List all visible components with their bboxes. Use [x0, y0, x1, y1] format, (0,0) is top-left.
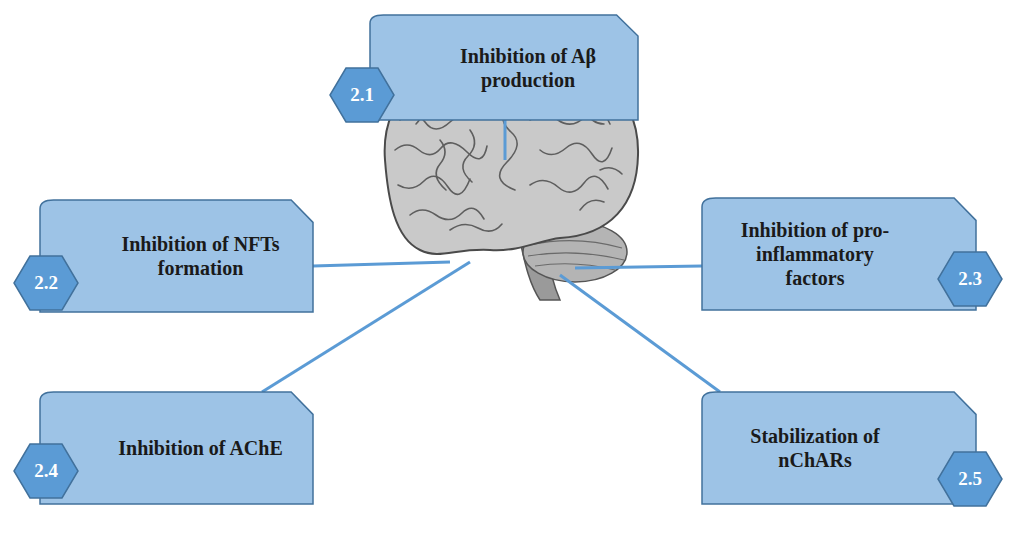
section-number-badge: 2.5: [938, 452, 1002, 506]
section-number-badge: 2.3: [938, 252, 1002, 306]
mechanism-label: Inhibition of AChE: [118, 436, 283, 460]
mechanism-box: Stabilization of nChARs: [702, 392, 976, 504]
callout-number: 2.5: [958, 468, 982, 491]
mechanism-box: Inhibition of AChE: [40, 392, 313, 504]
mechanism-box: Inhibition of Aβ production: [370, 15, 638, 120]
leader-line: [504, 120, 507, 160]
mechanism-label: Inhibition of Aβ production: [441, 44, 616, 92]
tab-box-outline: [370, 15, 638, 120]
mechanism-label: Stabilization of nChARs: [728, 424, 903, 472]
mechanism-box: Inhibition of pro-inflammatory factors: [702, 198, 976, 310]
callout-number: 2.2: [34, 272, 58, 295]
leader-line: [575, 266, 702, 268]
section-number-badge: 2.1: [330, 68, 394, 122]
tab-box-outline: [702, 392, 976, 504]
section-number-badge: 2.2: [14, 256, 78, 310]
tab-box-outline: [40, 200, 313, 312]
callout-number: 2.4: [34, 460, 58, 483]
section-number-badge: 2.4: [14, 444, 78, 498]
leader-line: [313, 262, 450, 266]
mechanism-box: Inhibition of NFTs formation: [40, 200, 313, 312]
mechanism-label: Inhibition of pro-inflammatory factors: [728, 218, 903, 290]
callout-number: 2.3: [958, 268, 982, 291]
mechanism-label: Inhibition of NFTs formation: [113, 232, 288, 280]
leader-line: [560, 275, 720, 392]
callout-number: 2.1: [350, 84, 374, 107]
